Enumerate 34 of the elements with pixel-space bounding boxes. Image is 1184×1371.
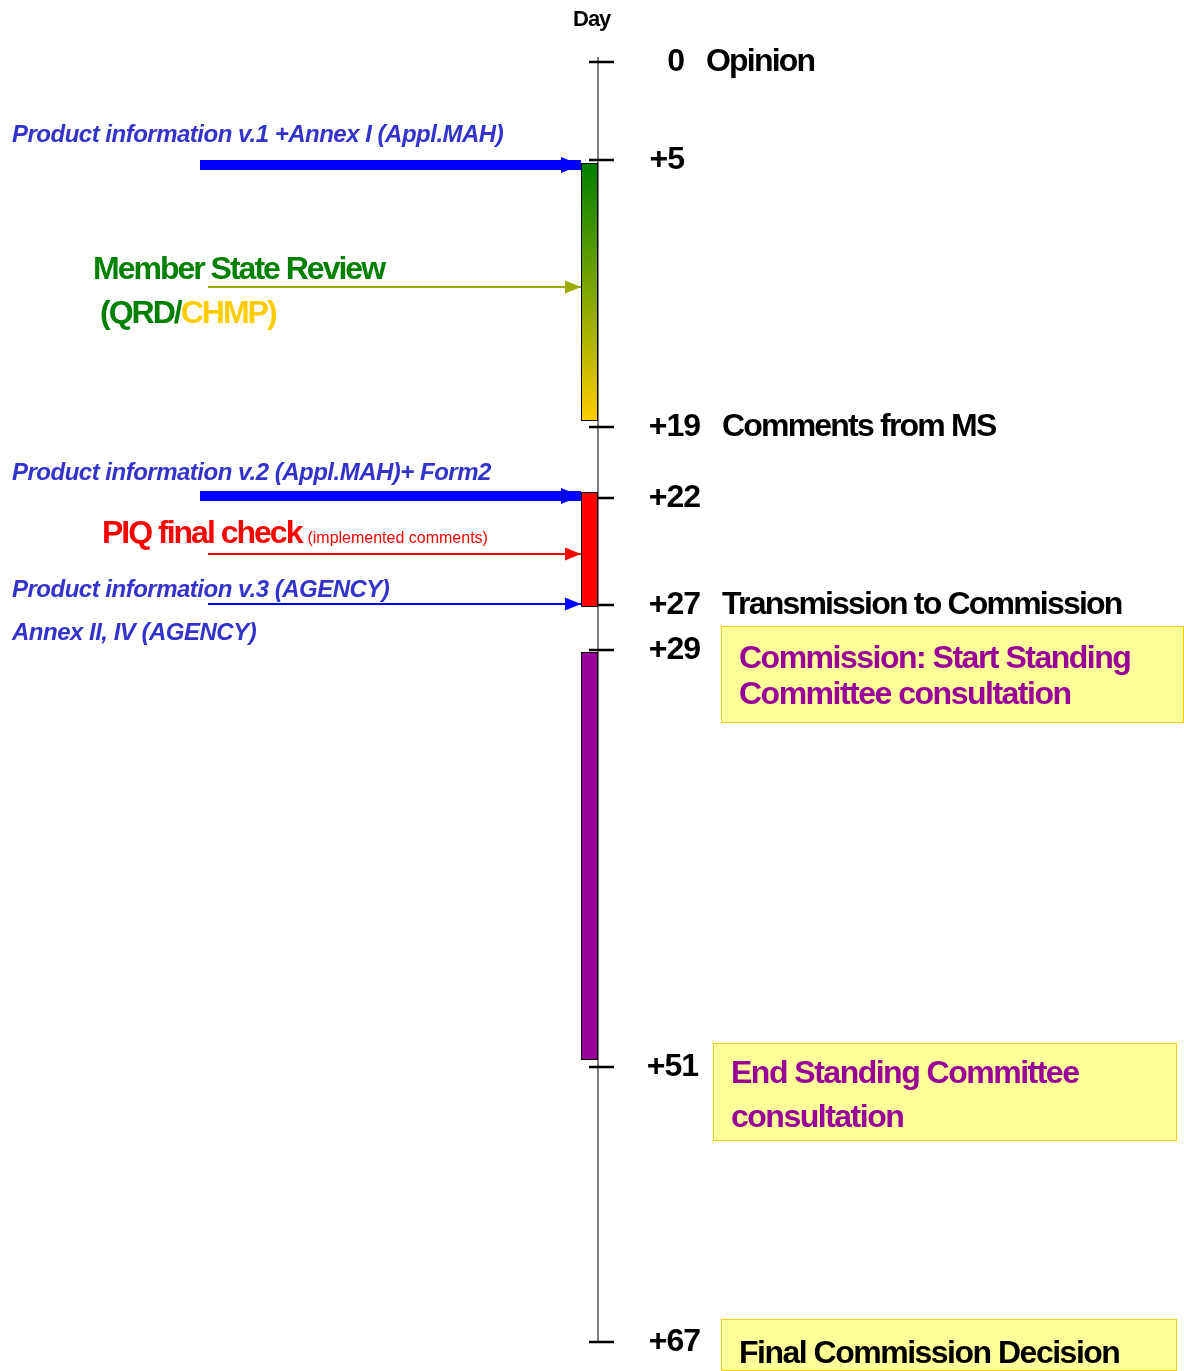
arrow	[207, 597, 582, 611]
milestone-text: Final Commission Decision	[739, 1334, 1121, 1370]
arrow	[207, 547, 582, 561]
milestone-box	[721, 1319, 1177, 1371]
milestone-box	[713, 1043, 1177, 1141]
review-period-bar	[581, 163, 598, 421]
process-label: Annex II, IV (AGENCY)	[12, 618, 257, 646]
milestone-label: Comments from MS	[722, 407, 996, 444]
arrow	[200, 157, 581, 173]
milestone-label: Transmission to Commission	[722, 585, 1122, 622]
day-number: +67	[648, 1322, 700, 1359]
day-number: +51	[646, 1047, 698, 1084]
day-number: +27	[648, 585, 700, 622]
process-note: (implemented comments)	[307, 529, 488, 547]
milestone-text: End Standing Committee consultation	[731, 1053, 1080, 1136]
consultation-period-bar	[581, 652, 598, 1060]
arrow	[200, 488, 581, 504]
process-title: PIQ final check	[102, 514, 302, 551]
day-number: +19	[648, 407, 700, 444]
arrow	[207, 280, 582, 294]
milestone-box	[721, 626, 1184, 723]
check-period-bar	[581, 492, 598, 607]
day-number: +5	[649, 140, 684, 177]
axis-title: Day	[573, 6, 611, 32]
process-title: Member State Review	[93, 249, 384, 288]
process-label: Product information v.3 (AGENCY)	[12, 575, 390, 603]
process-subtitle: (QRD/CHMP)	[100, 293, 276, 332]
milestone-text: Commission: Start Standing Committee consultation	[739, 639, 1132, 711]
day-number: +22	[648, 478, 700, 515]
day-number: +29	[648, 630, 700, 667]
process-label: Product information v.2 (Appl.MAH)+ Form2	[12, 458, 491, 486]
process-label: Product information v.1 +Annex I (Appl.MAH)	[12, 120, 504, 148]
milestone-label: Opinion	[706, 42, 815, 79]
day-number: 0	[667, 42, 684, 79]
